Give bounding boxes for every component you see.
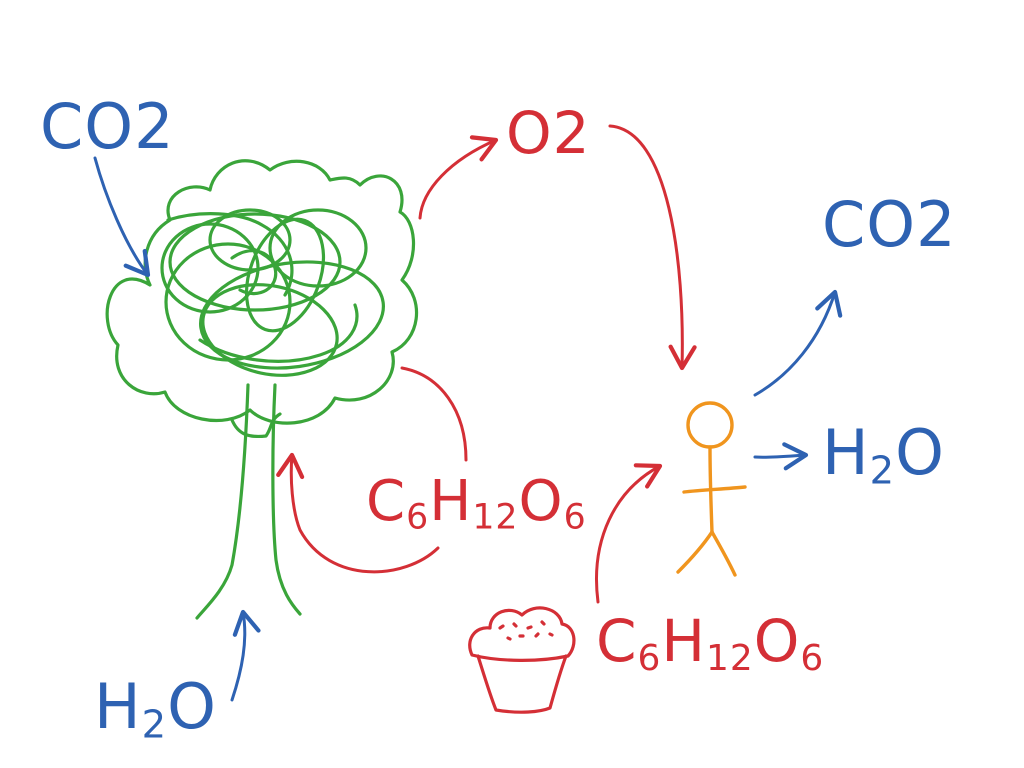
water-out-of-person-arrow [753, 442, 809, 471]
co2-label-left: CO2 [40, 90, 175, 163]
food-to-person-arrow [595, 463, 663, 604]
water-up-trunk-arrow [230, 609, 261, 702]
o2-to-person-arrow [608, 124, 697, 371]
o2-label: O2 [506, 99, 591, 167]
person-figure [676, 401, 747, 577]
co2-out-of-person-arrow [753, 289, 843, 397]
glucose-to-trunk-arrow [276, 452, 440, 574]
h2o-label-right: H2O [822, 416, 945, 494]
h2o-label-left: H2O [94, 670, 217, 748]
tree-to-o2-arrow [418, 135, 499, 220]
co2-into-tree-arrow [93, 156, 151, 278]
tree-trunk [195, 383, 302, 620]
co2-label-right: CO2 [822, 188, 957, 261]
glucose-label-tree: C6H12O6 [366, 469, 587, 538]
muffin-icon [468, 606, 576, 714]
glucose-from-crown-arrow [400, 366, 468, 462]
tree-crown [105, 159, 419, 425]
glucose-label-muffin: C6H12O6 [596, 607, 825, 679]
